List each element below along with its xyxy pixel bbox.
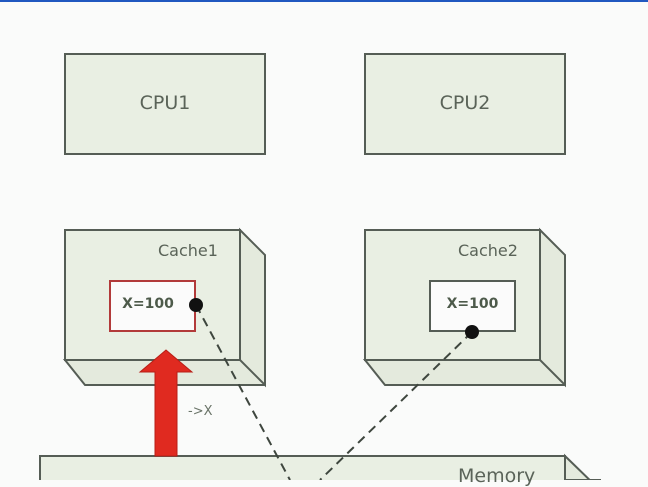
memory-box — [39, 453, 601, 480]
cache1-entry-value: X=100 — [122, 296, 174, 312]
cpu2-box — [364, 53, 566, 155]
cpu2-label: CPU2 — [439, 92, 491, 114]
cache1-label: Cache1 — [158, 241, 218, 260]
cache1-pointer-dot — [189, 298, 203, 312]
cpu1-label: CPU1 — [139, 92, 191, 114]
cache1-pointer-line — [195, 304, 291, 480]
memory-label: Memory — [458, 465, 536, 487]
transfer-arrow-label: ->X — [188, 404, 213, 419]
cache2-label: Cache2 — [458, 241, 518, 260]
cache2-pointer-line — [319, 331, 473, 480]
cache1-box — [62, 227, 266, 388]
cache1-entry-box — [109, 280, 196, 332]
cache2-entry-value: X=100 — [446, 296, 499, 312]
top-accent-bar — [0, 0, 648, 2]
transfer-arrow — [138, 349, 194, 457]
cpu1-box — [64, 53, 266, 155]
cache2-pointer-dot — [465, 325, 479, 339]
